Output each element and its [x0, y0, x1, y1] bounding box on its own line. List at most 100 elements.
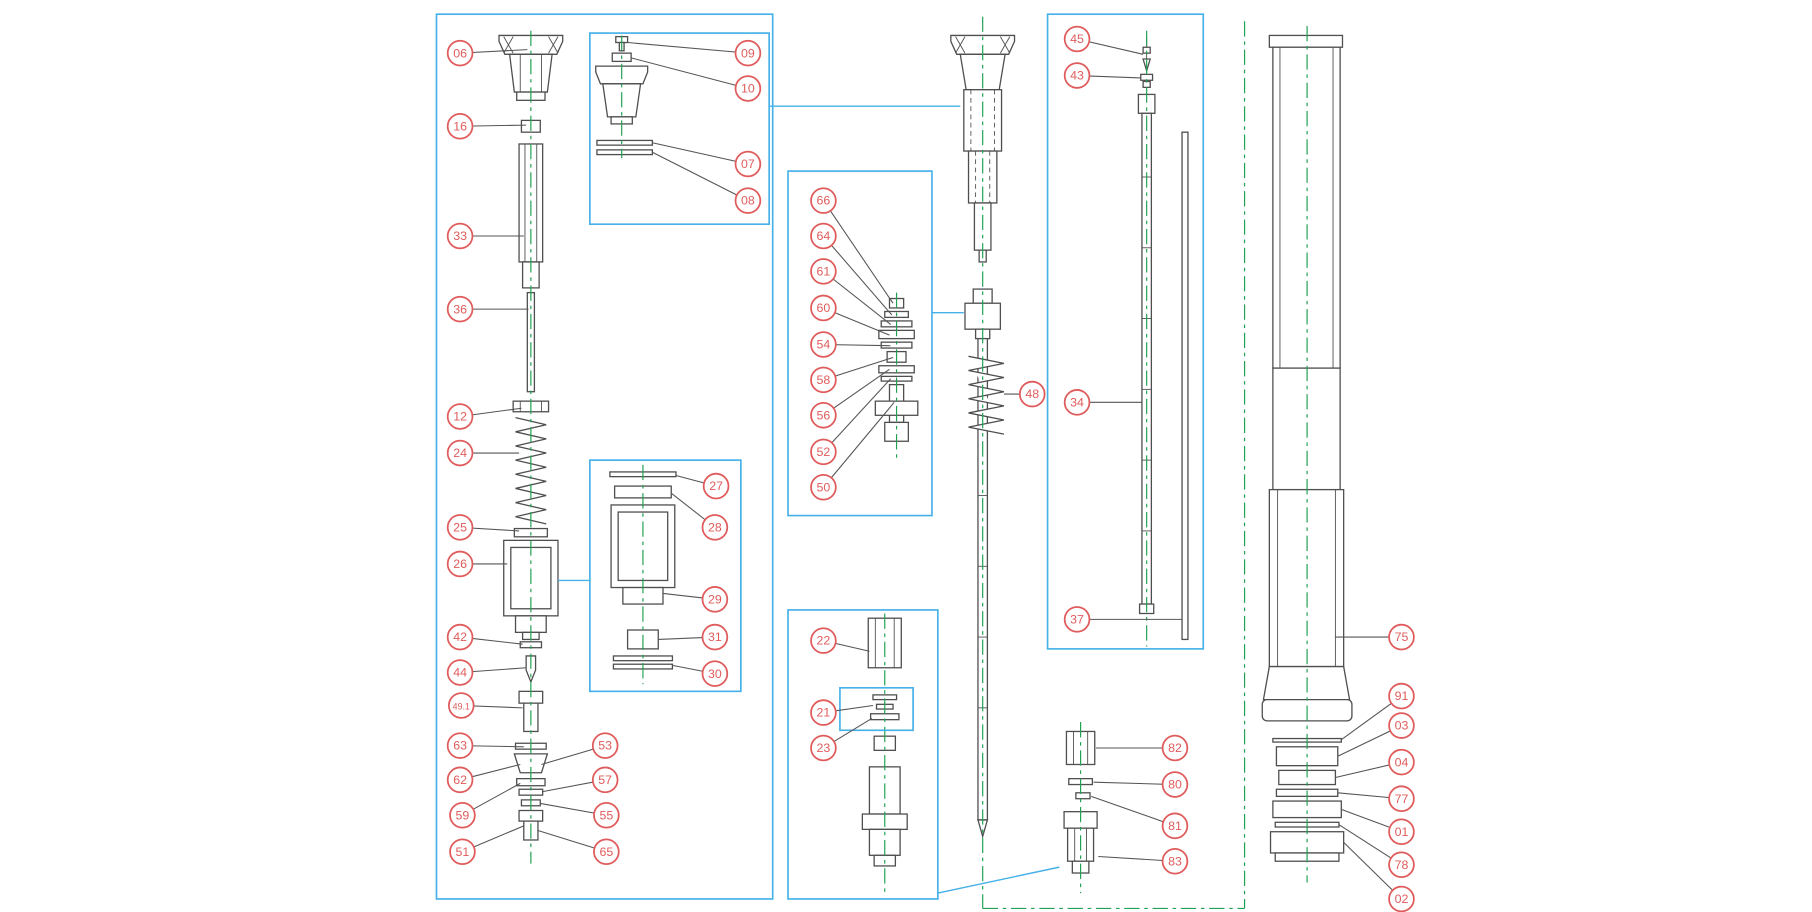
callout-circle[interactable]	[446, 514, 474, 541]
callout-16[interactable]: 16	[446, 113, 527, 140]
callout-62[interactable]: 62	[446, 763, 521, 794]
callout-22[interactable]: 22	[810, 627, 870, 654]
callout-45[interactable]: 45	[1063, 25, 1144, 55]
callout-50[interactable]: 50	[810, 401, 895, 501]
callout-circle[interactable]	[1388, 682, 1415, 710]
callout-circle[interactable]	[810, 222, 837, 250]
callout-circle[interactable]	[701, 514, 729, 541]
callout-44[interactable]: 44	[446, 659, 527, 686]
callout-23[interactable]: 23	[810, 718, 873, 762]
callout-10[interactable]: 10	[630, 57, 762, 102]
callout-26[interactable]: 26	[446, 550, 508, 578]
callout-circle[interactable]	[734, 39, 762, 67]
callout-circle[interactable]	[1161, 771, 1189, 798]
callout-27[interactable]: 27	[675, 472, 730, 500]
callout-circle[interactable]	[446, 659, 474, 686]
callout-81[interactable]: 81	[1091, 795, 1189, 840]
callout-30[interactable]: 30	[672, 660, 729, 687]
callout-64[interactable]: 64	[810, 222, 893, 316]
callout-82[interactable]: 82	[1095, 734, 1189, 762]
callout-04[interactable]: 04	[1335, 748, 1415, 778]
callout-circle[interactable]	[447, 692, 475, 719]
callout-12[interactable]: 12	[446, 403, 522, 430]
callout-circle[interactable]	[734, 75, 762, 102]
callout-circle[interactable]	[1388, 885, 1415, 912]
callout-circle[interactable]	[446, 439, 474, 467]
callout-28[interactable]: 28	[670, 492, 729, 541]
callout-circle[interactable]	[810, 734, 837, 762]
callout-circle[interactable]	[446, 403, 474, 430]
callout-77[interactable]: 77	[1337, 785, 1415, 812]
callout-61[interactable]: 61	[810, 258, 891, 325]
callout-06[interactable]: 06	[446, 39, 528, 67]
callout-circle[interactable]	[1388, 851, 1415, 879]
callout-33[interactable]: 33	[446, 222, 524, 250]
callout-circle[interactable]	[1063, 62, 1091, 89]
callout-circle[interactable]	[701, 586, 729, 613]
callout-09[interactable]: 09	[627, 39, 762, 67]
callout-51[interactable]: 51	[449, 825, 524, 866]
callout-circle[interactable]	[701, 623, 729, 651]
callout-54[interactable]: 54	[810, 331, 891, 358]
callout-circle[interactable]	[810, 473, 837, 501]
callout-31[interactable]: 31	[658, 623, 729, 651]
callout-circle[interactable]	[702, 472, 730, 500]
callout-52[interactable]: 52	[810, 378, 892, 466]
callout-circle[interactable]	[1161, 812, 1189, 840]
callout-circle[interactable]	[446, 550, 474, 578]
callout-circle[interactable]	[810, 699, 837, 726]
callout-circle[interactable]	[1063, 25, 1091, 53]
callout-42[interactable]: 42	[446, 623, 523, 651]
callout-circle[interactable]	[449, 801, 476, 829]
callout-34[interactable]: 34	[1063, 389, 1142, 416]
callout-80[interactable]: 80	[1093, 771, 1189, 798]
callout-36[interactable]: 36	[446, 295, 529, 323]
callout-55[interactable]: 55	[540, 801, 620, 829]
callout-circle[interactable]	[1063, 606, 1091, 633]
callout-02[interactable]: 02	[1343, 841, 1415, 912]
callout-circle[interactable]	[1018, 380, 1046, 408]
callout-01[interactable]: 01	[1341, 808, 1415, 846]
callout-58[interactable]: 58	[810, 356, 894, 394]
callout-circle[interactable]	[446, 113, 474, 140]
callout-circle[interactable]	[810, 331, 837, 358]
callout-circle[interactable]	[701, 660, 729, 687]
callout-56[interactable]: 56	[810, 368, 890, 429]
callout-29[interactable]: 29	[662, 586, 729, 613]
callout-circle[interactable]	[734, 187, 762, 214]
callout-59[interactable]: 59	[449, 782, 521, 829]
callout-circle[interactable]	[591, 766, 619, 794]
callout-63[interactable]: 63	[446, 732, 524, 759]
callout-65[interactable]: 65	[537, 830, 620, 866]
callout-circle[interactable]	[1161, 734, 1189, 762]
callout-08[interactable]: 08	[652, 151, 762, 214]
callout-circle[interactable]	[593, 838, 620, 866]
callout-49.1[interactable]: 49.1	[447, 692, 523, 719]
callout-circle[interactable]	[593, 801, 620, 829]
callout-circle[interactable]	[449, 838, 476, 866]
callout-60[interactable]: 60	[810, 294, 890, 336]
callout-83[interactable]: 83	[1098, 847, 1189, 875]
callout-25[interactable]: 25	[446, 514, 520, 541]
callout-circle[interactable]	[446, 295, 474, 323]
callout-circle[interactable]	[1161, 847, 1189, 875]
callout-circle[interactable]	[1388, 818, 1415, 846]
callout-circle[interactable]	[1388, 712, 1415, 739]
callout-21[interactable]: 21	[810, 699, 874, 726]
callout-03[interactable]: 03	[1337, 712, 1415, 757]
callout-circle[interactable]	[1063, 389, 1091, 416]
callout-circle[interactable]	[1388, 623, 1415, 651]
callout-91[interactable]: 91	[1340, 682, 1415, 741]
callout-78[interactable]: 78	[1338, 824, 1415, 879]
callout-circle[interactable]	[446, 766, 474, 794]
callout-circle[interactable]	[734, 150, 762, 178]
callout-57[interactable]: 57	[542, 766, 619, 794]
callout-66[interactable]: 66	[810, 187, 894, 304]
callout-circle[interactable]	[446, 222, 474, 250]
callout-circle[interactable]	[1388, 785, 1415, 812]
callout-circle[interactable]	[446, 623, 474, 651]
callout-circle[interactable]	[810, 294, 837, 322]
callout-07[interactable]: 07	[652, 142, 762, 178]
callout-75[interactable]: 75	[1335, 623, 1415, 651]
callout-circle[interactable]	[810, 438, 837, 466]
